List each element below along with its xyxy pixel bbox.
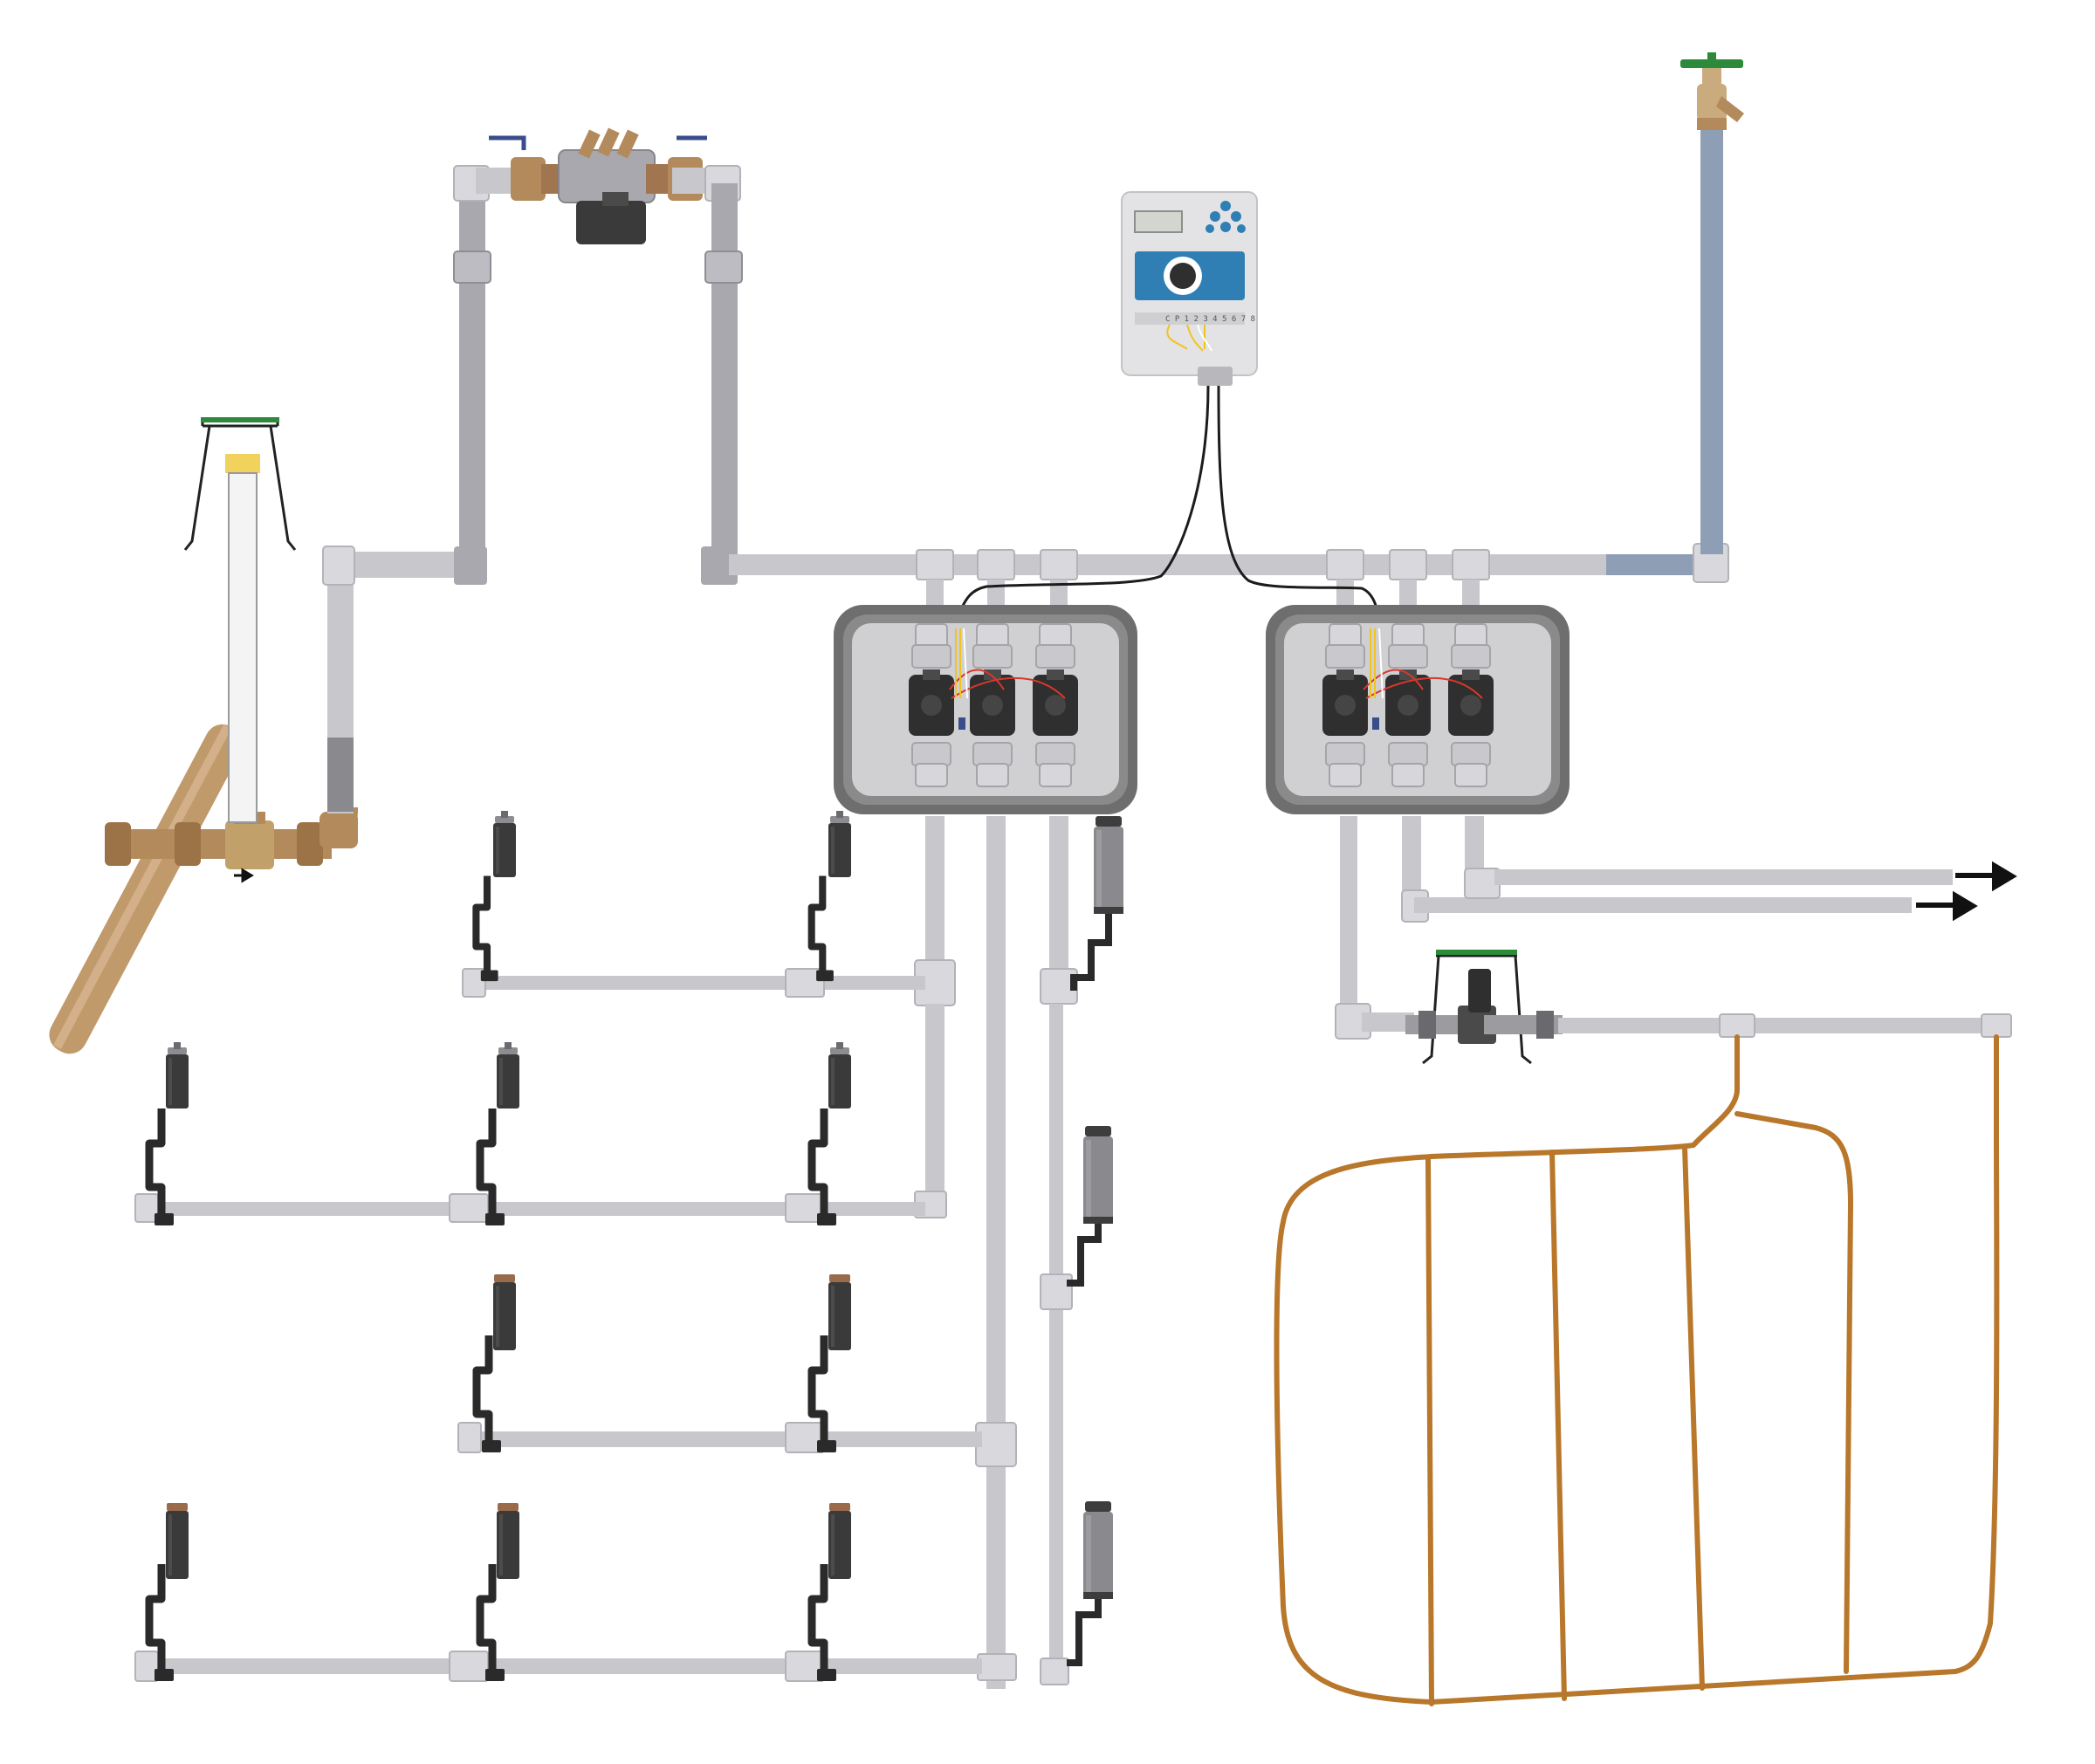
right-arrow: [1955, 861, 2017, 892]
hose-bib-faucet: [1680, 52, 1744, 130]
lateral-pipes-left: [134, 816, 1078, 1689]
spray-head-zone-2: [149, 1042, 851, 1225]
valve-manifold-3-zone: [1266, 605, 1570, 814]
spray-head-zone-1: [476, 811, 851, 981]
rotor-head-zone-4: [149, 1503, 851, 1681]
copper-mainline-tap: [49, 724, 358, 1054]
control-wire-left: [958, 385, 1210, 612]
supply-pipe-to-backflow: [322, 165, 546, 813]
irrigation-controller: C P 1 2 3 4 5 6 7 8: [1121, 191, 1258, 386]
terminal-strip-label: C P 1 2 3 4 5 6 7 8: [1165, 315, 1255, 324]
valve-manifold-3-zone: [834, 605, 1137, 814]
large-rotor-zone: [1067, 816, 1123, 1666]
drip-tubing-grid: [1274, 1034, 2000, 1706]
control-wire-right: [1217, 385, 1381, 621]
vertical-riser-with-yellow-cap: [183, 417, 297, 823]
flow-direction-arrow: [234, 868, 254, 883]
header-pipe: [672, 127, 1729, 606]
lateral-pipes-right: [1335, 816, 1953, 1040]
drip-zone-filter-regulator: [1405, 950, 2012, 1065]
right-arrow: [1916, 890, 1978, 922]
